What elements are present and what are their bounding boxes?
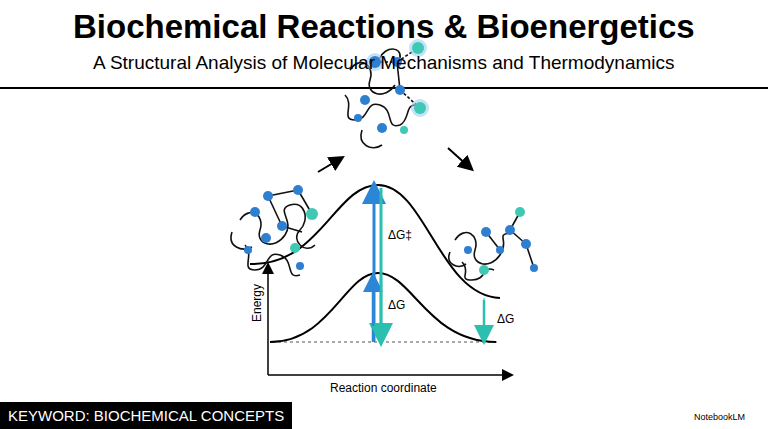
activation-energy-label: ΔG‡ (388, 228, 412, 242)
axis-label: Energy (250, 284, 264, 322)
title: Biochemical Reactions & Bioenergetics (73, 8, 695, 46)
lower-curve (270, 273, 496, 342)
teal-arrow (380, 188, 383, 335)
activation-arrow (373, 192, 376, 342)
small-teal-arrow (380, 278, 383, 336)
free-energy-label: ΔG (497, 312, 514, 326)
step-arrow (448, 148, 468, 166)
watermark: NotebookLM (694, 412, 745, 422)
small-arrow (372, 282, 375, 342)
header-rule (0, 87, 768, 89)
keyword-text: KEYWORD: BIOCHEMICAL CONCEPTS (8, 407, 284, 424)
step-arrow (318, 160, 338, 172)
baseline (272, 342, 498, 343)
molecule-left (231, 185, 318, 276)
x-axis (268, 374, 508, 376)
axis-label: Reaction coordinate (330, 381, 437, 395)
free-energy-label: ΔG (388, 298, 405, 312)
molecule-right (449, 207, 538, 280)
y-axis (267, 268, 269, 375)
keyword-banner: KEYWORD: BIOCHEMICAL CONCEPTS (0, 402, 292, 429)
dg-tick (484, 298, 485, 342)
subtitle: A Structural Analysis of Molecular Mecha… (93, 52, 675, 74)
